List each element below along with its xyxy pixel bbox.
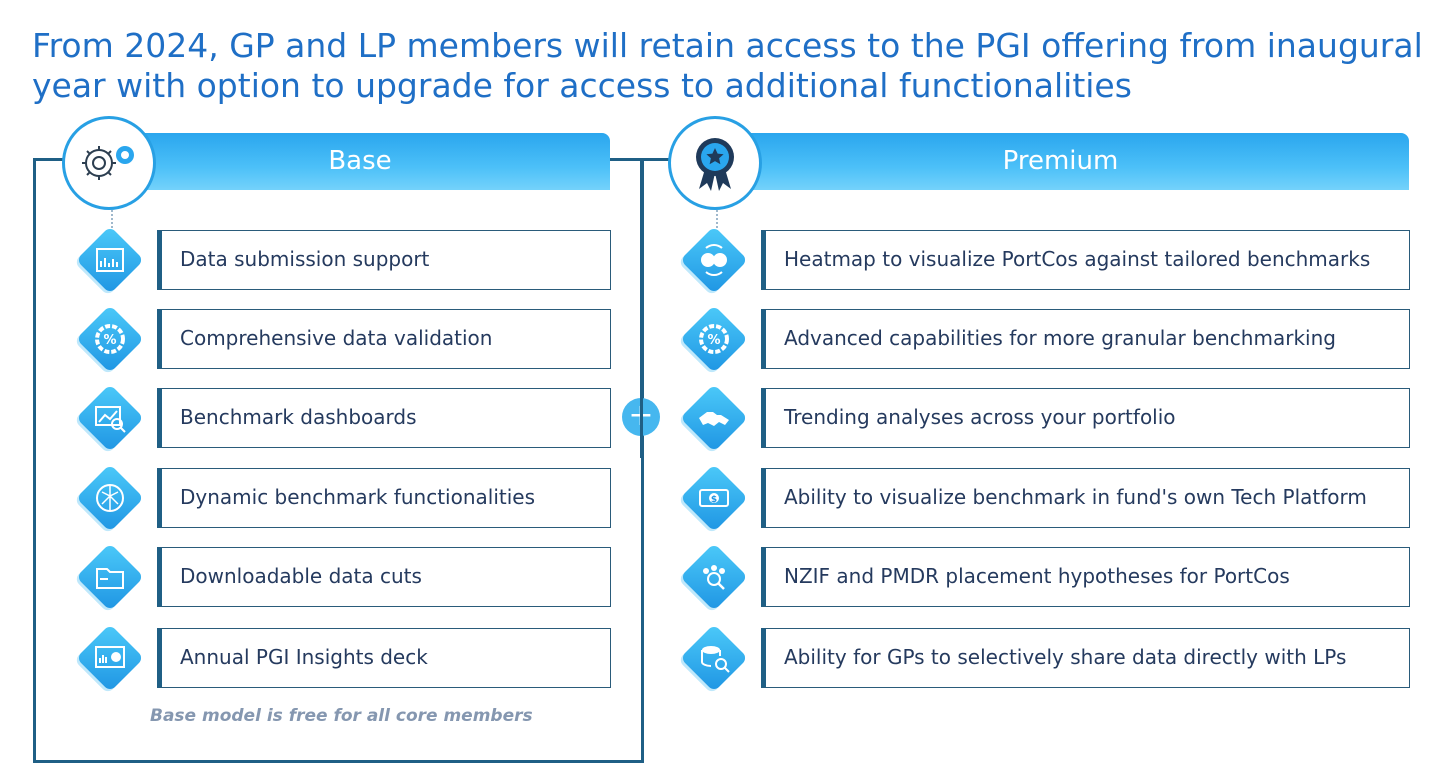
award-ribbon-icon [696,138,734,191]
gauge-percent-icon: % [74,303,146,375]
premium-badge [668,116,762,210]
dashboard-magnifier-icon [74,382,146,454]
premium-item-6: Ability for GPs to selectively share dat… [678,622,1410,692]
base-item-label: Downloadable data cuts [157,547,611,607]
base-header: Base [110,133,610,190]
base-item-2: % Comprehensive data validation [74,303,611,373]
base-item-4: Dynamic benchmark functionalities [74,462,611,532]
premium-item-label: Ability to visualize benchmark in fund's… [761,468,1410,528]
base-item-label: Dynamic benchmark functionalities [157,468,611,528]
heads-exchange-icon [678,224,750,296]
handshake-icon [678,382,750,454]
gears-icon [82,146,134,180]
base-item-label: Benchmark dashboards [157,388,611,448]
base-item-5: Downloadable data cuts [74,541,611,611]
premium-item-4: $ Ability to visualize benchmark in fund'… [678,462,1410,532]
folder-icon [74,541,146,613]
svg-text:$: $ [711,495,717,505]
premium-connector-dots [716,210,718,232]
base-item-1: Data submission support [74,224,611,294]
base-footnote: Base model is free for all core members [150,706,533,726]
base-item-6: Annual PGI Insights deck [74,622,611,692]
premium-item-label: NZIF and PMDR placement hypotheses for P… [761,547,1410,607]
base-item-label: Data submission support [157,230,611,290]
premium-item-1: Heatmap to visualize PortCos against tai… [678,224,1410,294]
premium-item-2: % Advanced capabilities for more granular… [678,303,1410,373]
base-badge [62,116,156,210]
svg-text:%: % [707,333,720,348]
gauge-percent-icon: % [678,303,750,375]
base-item-label: Comprehensive data validation [157,309,611,369]
base-item-3: Benchmark dashboards [74,382,611,452]
premium-item-5: NZIF and PMDR placement hypotheses for P… [678,541,1410,611]
money-bill-icon: $ [678,462,750,534]
bar-chart-icon [74,224,146,296]
premium-item-label: Heatmap to visualize PortCos against tai… [761,230,1410,290]
premium-header: Premium [712,133,1409,190]
database-search-icon [678,622,750,694]
premium-item-3: Trending analyses across your portfolio [678,382,1410,452]
svg-text:%: % [103,333,116,348]
base-item-label: Annual PGI Insights deck [157,628,611,688]
people-search-icon [678,541,750,613]
page-title: From 2024, GP and LP members will retain… [32,26,1423,105]
premium-item-label: Ability for GPs to selectively share dat… [761,628,1410,688]
report-chart-icon [74,622,146,694]
base-connector-dots [111,210,113,232]
premium-item-label: Advanced capabilities for more granular … [761,309,1410,369]
network-globe-icon [74,462,146,534]
premium-item-label: Trending analyses across your portfolio [761,388,1410,448]
